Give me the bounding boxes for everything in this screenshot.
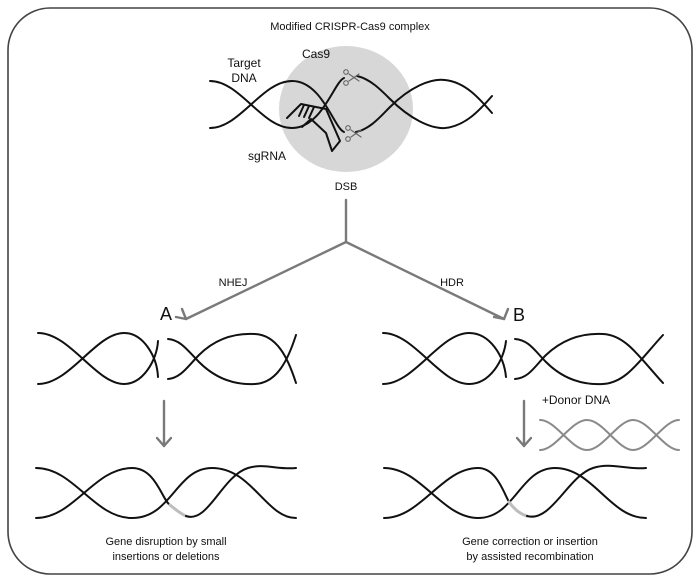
sgrna-bar-3 xyxy=(308,106,315,119)
right-broken-dna xyxy=(382,331,664,386)
left-repaired-dna-lower-left xyxy=(35,466,171,519)
target-label-line2: DNA xyxy=(231,71,256,85)
right-repaired-dna-lower-left xyxy=(383,466,510,519)
right-arrow xyxy=(515,399,533,448)
right-arrowhead xyxy=(515,436,533,448)
left-arrow xyxy=(155,399,173,448)
left-arrowhead xyxy=(155,436,173,448)
left-broken-dna-left-upper xyxy=(37,332,159,386)
right-broken-dna-right-upper xyxy=(514,334,664,386)
hdr-label: HDR xyxy=(440,277,464,289)
cas9-bubble xyxy=(279,46,413,172)
right-repaired-dna xyxy=(383,464,647,520)
right-broken-dna-right-lower xyxy=(514,332,664,384)
sgrna-structure xyxy=(286,103,341,152)
nhej-branch xyxy=(184,240,348,321)
left-repaired-dna-splice xyxy=(168,503,188,518)
target-dna xyxy=(209,75,493,133)
dsb-label: DSB xyxy=(335,181,358,193)
sgrna-bar-2 xyxy=(303,105,310,118)
outcome-a-line1: Gene disruption by small xyxy=(105,536,226,548)
panel-b-label: B xyxy=(513,305,525,325)
panel-a-label: A xyxy=(160,304,172,324)
right-broken-dna-left-upper xyxy=(382,332,507,386)
right-repaired-dna-lower-right xyxy=(526,464,647,518)
pathway-branch xyxy=(174,198,510,321)
nhej-label: NHEJ xyxy=(219,277,248,289)
target-dna-left-strand-lower xyxy=(209,79,345,133)
sgrna-label: sgRNA xyxy=(248,149,286,163)
hdr-branch xyxy=(344,240,506,321)
cas9-label: Cas9 xyxy=(302,47,330,61)
diagram-title: Modified CRISPR-Cas9 complex xyxy=(270,21,430,33)
target-dna-left-strand-upper xyxy=(209,77,345,130)
left-repaired-dna-upper xyxy=(35,466,297,520)
left-broken-dna xyxy=(37,331,297,386)
cas9-complex: Target DNA Cas9 sgRNA xyxy=(209,46,493,172)
donor-dna-lower xyxy=(539,418,680,452)
outcome-a-line2: insertions or deletions xyxy=(112,551,220,563)
diagram-frame xyxy=(7,7,693,575)
target-dna-right-strand-lower xyxy=(355,78,493,133)
outcome-b-line2: by assisted recombination xyxy=(466,551,593,563)
sgrna-bar-1 xyxy=(298,104,305,117)
left-broken-dna-left-lower xyxy=(37,331,159,385)
right-broken-dna-left-lower xyxy=(382,331,507,385)
donor-dna xyxy=(539,418,680,452)
sgrna-path xyxy=(286,103,341,152)
left-repaired-dna xyxy=(35,465,297,520)
target-label-line1: Target xyxy=(227,56,261,70)
right-repaired-dna-splice xyxy=(507,500,529,518)
left-broken-dna-right-upper xyxy=(167,334,297,386)
target-dna-right-strand-upper xyxy=(356,75,493,130)
left-broken-dna-right-lower xyxy=(167,332,297,384)
hdr-arrowhead xyxy=(492,307,510,321)
outcome-b-line1: Gene correction or insertion xyxy=(462,536,598,548)
left-repaired-dna-lower-right xyxy=(185,465,297,518)
scissors-icon xyxy=(343,69,362,142)
nhej-arrowhead xyxy=(174,307,188,321)
donor-dna-label: +Donor DNA xyxy=(542,393,610,407)
